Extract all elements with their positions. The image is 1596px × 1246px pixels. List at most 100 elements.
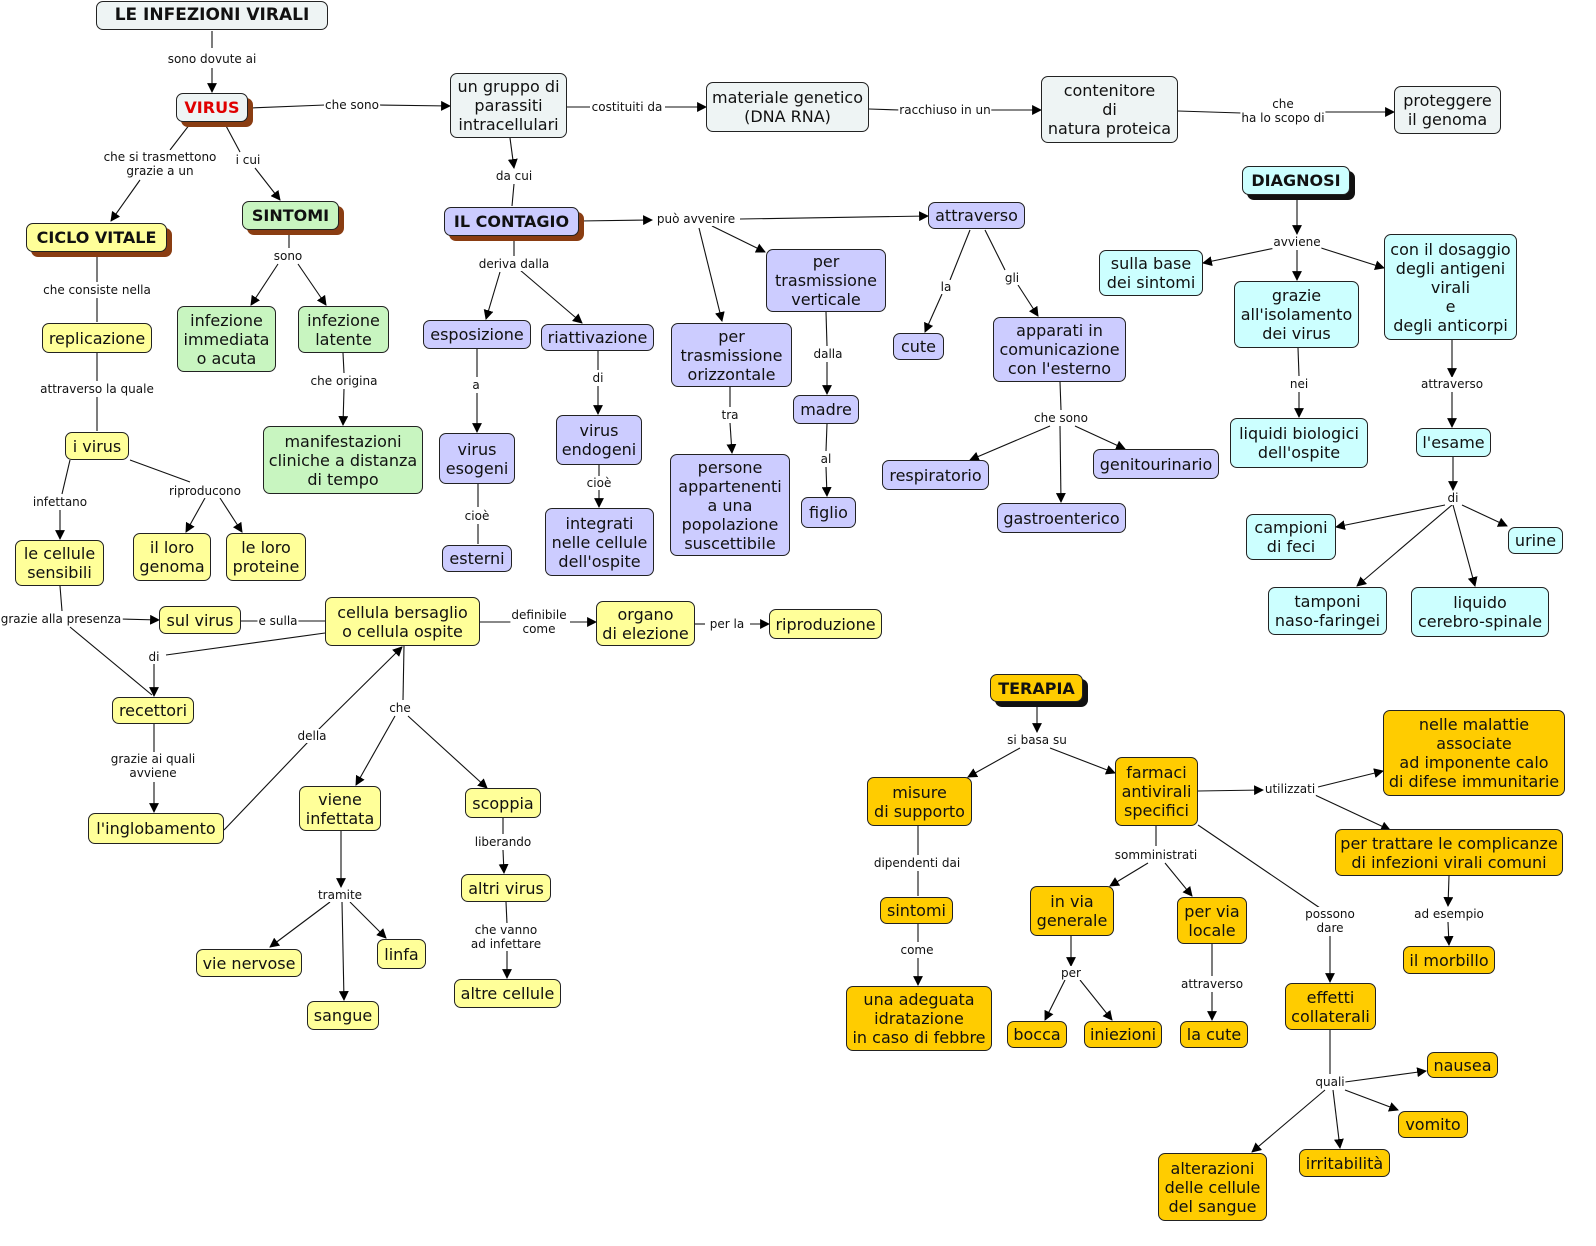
label-possono-dare: possono dare (1304, 907, 1356, 935)
label-nei: nei (1288, 377, 1310, 391)
label-riproducono: riproducono (167, 484, 243, 498)
node-persone: persone appartenenti a una popolazione s… (670, 454, 790, 556)
node-title: LE INFEZIONI VIRALI (96, 1, 328, 30)
connector-line (402, 645, 405, 701)
connector-line (185, 497, 206, 533)
node-cellule-sensibili: le cellule sensibili (15, 540, 104, 586)
node-organo: organo di elezione (596, 601, 695, 646)
node-verticale: per trasmissione verticale (766, 249, 886, 312)
connector-line (1059, 381, 1062, 411)
connector-line (59, 585, 63, 612)
connector-line (984, 229, 1006, 271)
node-sangue: sangue (307, 1001, 379, 1030)
node-esogeni: virus esogeni (439, 433, 515, 484)
node-gruppo: un gruppo di parassiti intracellulari (450, 73, 567, 138)
label-grazie-alla-presenza: grazie alla presenza (0, 612, 123, 626)
label-attraverso-cute: attraverso (1179, 977, 1245, 991)
node-diagnosi: DIAGNOSI (1242, 166, 1350, 195)
node-apparati: apparati in comunicazione con l'esterno (993, 317, 1126, 382)
label-cioe-integrati: cioè (585, 476, 613, 490)
label-che-sono: che sono (324, 98, 380, 112)
label-attraverso-la-quale: attraverso la quale (39, 382, 155, 396)
node-recettori: recettori (112, 697, 194, 724)
connector-line (69, 626, 153, 696)
label-avviene: avviene (1272, 235, 1322, 249)
node-alterazioni: alterazioni delle cellule del sangue (1158, 1153, 1267, 1221)
node-respiratorio: respiratorio (882, 460, 989, 490)
label-gli: gli (1003, 271, 1021, 285)
connector-line (483, 271, 501, 320)
connector-line (825, 423, 828, 452)
node-riproduzione: riproduzione (769, 609, 882, 639)
label-che-sono-apparati: che sono (1033, 411, 1089, 425)
node-base-sintomi: sulla base dei sintomi (1099, 250, 1203, 296)
node-effetti: effetti collaterali (1285, 983, 1376, 1030)
connector-line (355, 715, 396, 786)
connector-line (1044, 979, 1066, 1021)
connector-line (1335, 504, 1446, 531)
connector-line (224, 123, 241, 153)
connector-line (1055, 425, 1066, 503)
node-linfa: linfa (377, 939, 426, 969)
label-somministrati: somministrati (1113, 848, 1199, 862)
node-materiale: materiale genetico (DNA RNA) (706, 82, 869, 132)
connector-line (726, 422, 737, 454)
connector-line (379, 100, 451, 111)
node-contagio: IL CONTAGIO (444, 207, 579, 236)
connector-line (511, 183, 515, 207)
node-vie-nervose: vie nervose (196, 949, 302, 977)
node-virus: VIRUS (176, 93, 248, 122)
connector-line (1332, 1089, 1344, 1149)
node-i-virus: i virus (65, 432, 129, 460)
connector-line (338, 901, 349, 1001)
connector-line (507, 137, 518, 169)
connector-line (967, 747, 1021, 778)
connector-line (1443, 875, 1454, 907)
node-via-locale: per via locale (1177, 897, 1247, 944)
node-scoppia: scoppia (465, 788, 541, 818)
connector-line (924, 293, 943, 333)
label-puo-avvenire: può avvenire (655, 212, 737, 226)
node-vomito: vomito (1398, 1111, 1468, 1138)
connector-line (169, 123, 191, 151)
label-attraverso-esame: attraverso (1419, 377, 1485, 391)
node-attraverso: attraverso (928, 202, 1025, 229)
connector-line (254, 167, 281, 201)
node-inglobamento: l'inglobamento (88, 813, 224, 844)
node-urine: urine (1508, 527, 1563, 554)
connector-line (317, 646, 403, 731)
connector-line (119, 614, 160, 625)
label-si-basa-su: si basa su (1006, 733, 1068, 747)
label-che-bersaglio: che (388, 701, 412, 715)
connector-line (1049, 747, 1116, 775)
node-riattivazione: riattivazione (541, 324, 654, 351)
node-altre-cellule: altre cellule (454, 979, 561, 1008)
node-liquido: liquido cerebro-spinale (1411, 587, 1549, 637)
label-grazie-ai-quali: grazie ai quali avviene (109, 752, 197, 780)
connector-line (1197, 785, 1264, 796)
connector-line (1109, 862, 1149, 887)
node-infettata: viene infettata (299, 786, 381, 831)
connector-line (342, 352, 345, 374)
node-sintomi: sintomi (880, 897, 953, 924)
connector-line (739, 211, 929, 222)
connector-line (1017, 284, 1039, 317)
connector-line (1297, 347, 1300, 377)
label-ad-esempio: ad esempio (1413, 907, 1485, 921)
connector-line (349, 901, 387, 939)
connector-line (1164, 862, 1193, 897)
node-complicanze: per trattare le complicanze di infezioni… (1335, 829, 1563, 876)
node-farmaci: farmaci antivirali specifici (1115, 757, 1198, 826)
connector-line (110, 179, 141, 222)
connector-line (1074, 425, 1126, 450)
connector-line (1317, 768, 1384, 788)
connector-line (219, 497, 243, 533)
connector-line (407, 715, 488, 789)
node-esposizione: esposizione (423, 320, 531, 349)
connector-line (711, 225, 766, 253)
node-tamponi: tamponi naso-faringei (1268, 587, 1387, 635)
label-per: per (1060, 966, 1082, 980)
label-quali: quali (1314, 1075, 1346, 1089)
node-cute: cute (893, 333, 944, 360)
node-proteine: le loro proteine (226, 533, 306, 581)
